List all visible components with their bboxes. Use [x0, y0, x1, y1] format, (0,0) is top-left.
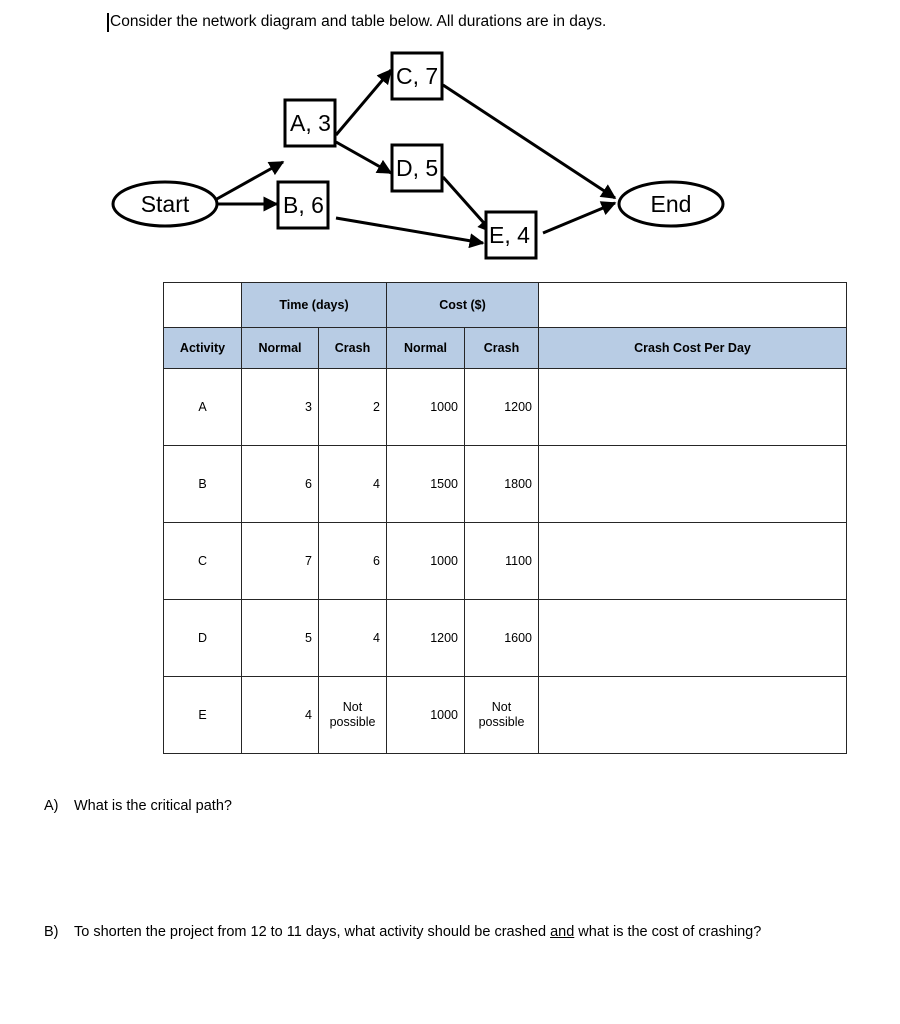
- cell-cost-normal: 1000: [386, 368, 465, 446]
- question-a-label: A): [44, 798, 59, 814]
- cell-activity: E: [163, 676, 242, 754]
- cell-cost-normal: 1000: [386, 522, 465, 600]
- crash-cost-table: Time (days) Cost ($) Activity Normal Cra…: [163, 282, 847, 754]
- cell-cost-normal: 1000: [386, 676, 465, 754]
- cell-crash-cost-per-day[interactable]: [538, 445, 847, 523]
- question-b-text-after: what is the cost of crashing?: [574, 924, 762, 940]
- cell-time-crash: 4: [318, 599, 387, 677]
- cell-time-normal: 3: [241, 368, 319, 446]
- cell-activity: C: [163, 522, 242, 600]
- cell-cost-crash: Not possible: [464, 676, 539, 754]
- cell-cost-crash: 1100: [464, 522, 539, 600]
- table-column-header-row: Activity Normal Crash Normal Crash Crash…: [163, 327, 847, 369]
- diagram-node-a: A, 3: [283, 98, 337, 148]
- question-a: A) What is the critical path?: [44, 796, 232, 816]
- diagram-node-b-label: B, 6: [283, 192, 324, 218]
- edge-start-to-a: [214, 160, 285, 202]
- diagram-edges: [214, 68, 617, 249]
- cell-crash-cost-per-day[interactable]: [538, 368, 847, 446]
- cell-time-crash: 2: [318, 368, 387, 446]
- cell-crash-cost-per-day[interactable]: [538, 676, 847, 754]
- table-group-header-row: Time (days) Cost ($): [163, 282, 847, 328]
- column-header-cost-normal: Normal: [386, 327, 465, 369]
- group-header-blank-right: [538, 282, 847, 328]
- diagram-node-end-label: End: [651, 191, 692, 217]
- cell-time-crash: 4: [318, 445, 387, 523]
- diagram-node-d-label: D, 5: [396, 155, 438, 181]
- diagram-node-start: Start: [111, 180, 219, 228]
- text-cursor: [107, 13, 109, 32]
- table-row: C 7 6 1000 1100: [163, 522, 847, 600]
- table-row: E 4 Not possible 1000 Not possible: [163, 676, 847, 754]
- table-row: D 5 4 1200 1600: [163, 599, 847, 677]
- group-header-blank-left: [163, 282, 242, 328]
- cell-time-normal: 7: [241, 522, 319, 600]
- cell-time-normal: 5: [241, 599, 319, 677]
- question-b-label: B): [44, 924, 59, 940]
- diagram-node-e-label: E, 4: [489, 222, 530, 248]
- group-header-time: Time (days): [241, 282, 387, 328]
- cell-cost-crash: 1600: [464, 599, 539, 677]
- question-b: B) To shorten the project from 12 to 11 d…: [44, 922, 761, 942]
- diagram-node-b: B, 6: [276, 180, 330, 230]
- edge-c-to-end: [442, 83, 617, 200]
- question-b-emphasis: and: [550, 924, 575, 940]
- table-row: B 6 4 1500 1800: [163, 445, 847, 523]
- cell-activity: D: [163, 599, 242, 677]
- question-a-text: What is the critical path?: [74, 798, 232, 814]
- cell-cost-crash: 1800: [464, 445, 539, 523]
- diagram-node-c: C, 7: [390, 51, 444, 101]
- network-diagram: Start End A, 3 B, 6 C, 7 D, 5: [0, 40, 900, 275]
- column-header-time-crash: Crash: [318, 327, 387, 369]
- cell-time-crash: 6: [318, 522, 387, 600]
- cell-time-crash: Not possible: [318, 676, 387, 754]
- group-header-cost: Cost ($): [386, 282, 539, 328]
- cell-activity: A: [163, 368, 242, 446]
- edge-e-to-end: [542, 201, 617, 235]
- diagram-node-e: E, 4: [484, 210, 538, 260]
- cell-crash-cost-per-day[interactable]: [538, 522, 847, 600]
- cell-time-normal: 6: [241, 445, 319, 523]
- cell-cost-normal: 1500: [386, 445, 465, 523]
- question-b-text-before: To shorten the project from 12 to 11 day…: [74, 924, 551, 940]
- diagram-node-start-label: Start: [141, 191, 190, 217]
- table-row: A 3 2 1000 1200: [163, 368, 847, 446]
- cell-crash-cost-per-day[interactable]: [538, 599, 847, 677]
- column-header-cost-crash: Crash: [464, 327, 539, 369]
- cell-time-normal: 4: [241, 676, 319, 754]
- edge-b-to-e: [335, 216, 485, 249]
- diagram-node-a-label: A, 3: [290, 110, 331, 136]
- diagram-node-d: D, 5: [390, 143, 444, 193]
- intro-text: Consider the network diagram and table b…: [110, 13, 607, 30]
- column-header-crash-cost-per-day: Crash Cost Per Day: [538, 327, 847, 369]
- column-header-time-normal: Normal: [241, 327, 319, 369]
- column-header-activity: Activity: [163, 327, 242, 369]
- edge-d-to-e: [441, 176, 494, 234]
- cell-cost-crash: 1200: [464, 368, 539, 446]
- cell-cost-normal: 1200: [386, 599, 465, 677]
- diagram-node-c-label: C, 7: [396, 63, 438, 89]
- cell-activity: B: [163, 445, 242, 523]
- diagram-node-end: End: [617, 180, 725, 228]
- edge-a-to-d: [335, 140, 393, 175]
- edge-a-to-c: [334, 68, 393, 136]
